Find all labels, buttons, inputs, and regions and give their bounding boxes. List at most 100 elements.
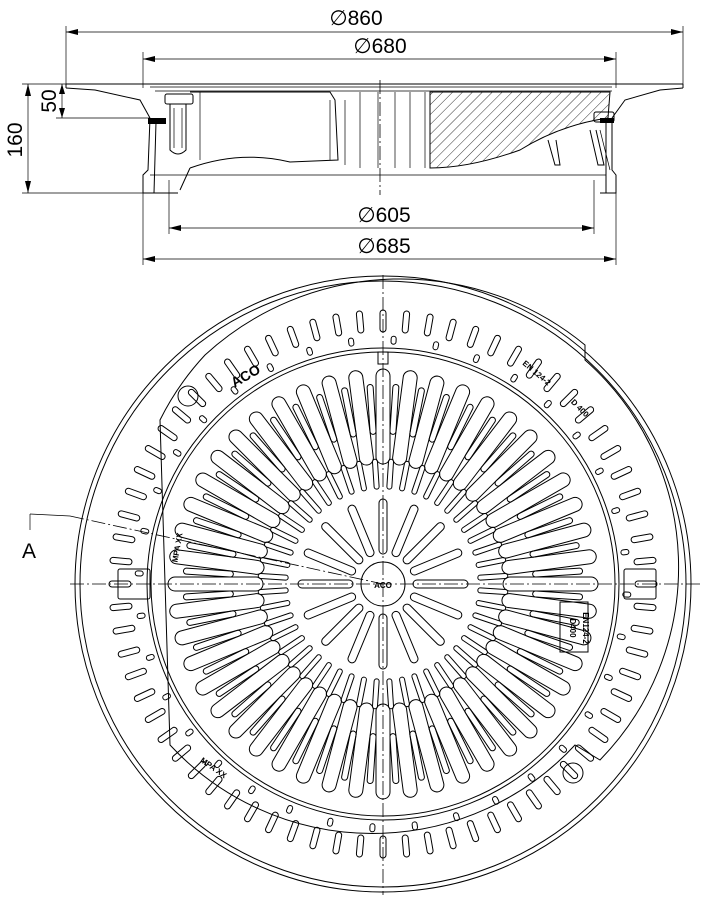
outer-slot: [423, 313, 434, 337]
radial-narrow-slot: [292, 717, 319, 765]
radial-bar-slot: [248, 677, 314, 757]
radial-bar-slot: [498, 609, 592, 646]
outer-slot: [610, 688, 633, 702]
outer-slot: [630, 624, 654, 635]
outer-small-slot: [595, 467, 604, 475]
radial-short-slot: [477, 572, 509, 581]
radial-bar-slot: [348, 702, 374, 798]
radial-narrow-slot: [341, 730, 357, 781]
radial-narrow-slot: [182, 590, 234, 601]
dimension-50: 50: [38, 84, 150, 119]
radial-short-slot: [386, 678, 395, 710]
outer-slot: [117, 510, 141, 522]
outer-slot: [112, 533, 136, 544]
outer-small-slot: [136, 612, 146, 619]
outer-small-slot: [558, 744, 568, 753]
outer-slot: [355, 310, 365, 334]
radial-bar-slot: [465, 666, 538, 739]
outer-slot: [466, 325, 480, 348]
right-marking-plate: [559, 601, 589, 653]
center-top-marker: [377, 351, 389, 365]
inner-radial-slots: [167, 368, 599, 800]
center-spoke-slot: [321, 522, 364, 565]
radial-short-slot: [475, 600, 507, 611]
radial-short-slot: [475, 557, 507, 568]
outer-slot: [157, 425, 178, 442]
center-brand-label: ACO: [374, 581, 392, 590]
outer-slot: [543, 372, 561, 393]
dimension-160: 160: [4, 83, 150, 194]
dimension-680: ∅680: [142, 35, 617, 88]
radial-bar-slot: [210, 653, 290, 719]
radial-short-slot: [444, 654, 467, 680]
outer-small-slot: [543, 399, 552, 409]
outer-small-slot: [472, 354, 480, 363]
outer-slot: [286, 325, 300, 348]
outer-small-slot: [620, 549, 630, 556]
outer-slot: [144, 445, 166, 460]
outer-slot: [619, 667, 642, 681]
radial-bar-slot: [408, 699, 445, 793]
outer-slot: [286, 820, 300, 843]
radial-narrow-slot: [292, 403, 319, 451]
radial-narrow-slot: [532, 567, 584, 578]
outer-slot: [108, 580, 132, 588]
radial-short-slot: [371, 458, 380, 490]
radial-short-slot: [386, 458, 395, 490]
radial-bar-slot: [348, 370, 374, 466]
outer-slot: [487, 334, 501, 357]
radial-narrow-slot: [532, 590, 584, 601]
outer-slot: [525, 789, 542, 810]
radial-short-slot: [411, 673, 426, 704]
outer-slot: [224, 789, 241, 810]
radial-narrow-slot: [409, 730, 425, 781]
radial-narrow-slot: [366, 733, 377, 785]
radial-bar-slot: [321, 375, 358, 469]
outer-slot: [466, 820, 480, 843]
radial-bar-slot: [295, 384, 342, 475]
outer-slot: [574, 406, 595, 424]
radial-short-slot: [259, 557, 291, 568]
outer-slot: [187, 760, 207, 780]
radial-narrow-slot: [316, 393, 338, 443]
radial-bar-slot: [183, 625, 274, 672]
radial-bar-slot: [485, 640, 571, 696]
radial-bar-slot: [167, 576, 264, 592]
outer-slot: [205, 372, 223, 393]
radial-bar-slot: [195, 472, 281, 529]
radial-short-slot: [399, 676, 410, 708]
outer-small-slot: [604, 673, 613, 681]
radial-narrow-slot: [464, 416, 496, 461]
radial-bar-slot: [271, 686, 328, 772]
radial-short-slot: [472, 541, 503, 556]
outer-frame-ring: [74, 275, 692, 893]
radial-narrow-slot: [516, 648, 564, 675]
radial-short-slot: [467, 526, 496, 544]
outer-slot: [634, 580, 658, 588]
dimension-860: ∅860: [65, 7, 684, 84]
outer-slot: [445, 826, 457, 850]
radial-short-slot: [287, 500, 313, 523]
center-spoke-slot: [391, 610, 419, 664]
outer-small-slot: [432, 341, 440, 351]
radial-bar-slot: [452, 411, 518, 491]
radial-bar-slot: [408, 375, 445, 469]
radial-bar-slot: [210, 449, 290, 515]
outer-slot: [633, 556, 657, 566]
radial-short-slot: [299, 654, 322, 680]
outer-slot: [610, 466, 633, 480]
outer-slot: [133, 688, 156, 702]
radial-narrow-slot: [186, 542, 237, 558]
radial-bar-slot: [375, 703, 391, 800]
outer-slot: [205, 775, 223, 796]
outer-slot: [265, 811, 279, 834]
outer-small-slot: [411, 821, 418, 831]
radial-narrow-slot: [494, 450, 535, 487]
outer-slot: [543, 775, 561, 796]
outer-small-slot: [616, 633, 626, 641]
radial-bar-slot: [295, 693, 342, 784]
outer-small-slot: [510, 373, 518, 383]
radial-bar-slot: [228, 429, 301, 502]
outer-slot: [574, 744, 595, 762]
radial-narrow-slot: [529, 542, 580, 558]
